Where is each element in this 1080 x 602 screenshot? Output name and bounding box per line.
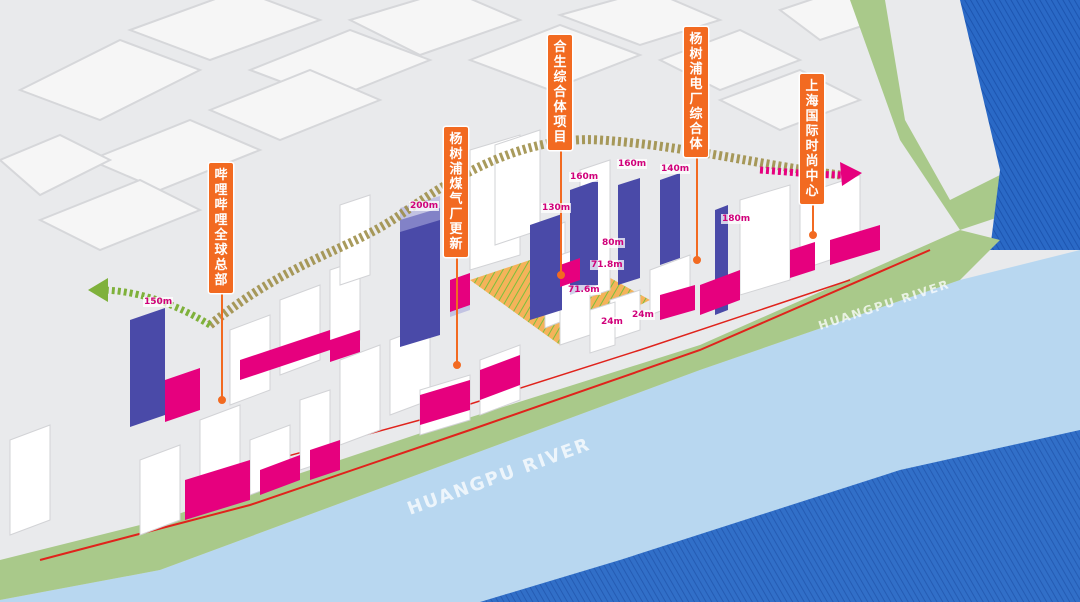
height-label: 80m: [601, 238, 625, 248]
river-branch: [960, 0, 1080, 250]
leader-lines: [218, 140, 817, 404]
waterfront-red-line: [39, 249, 931, 561]
blue-towers: [130, 173, 728, 427]
magenta-podiums: [165, 225, 880, 520]
route-arrow-left-head: [88, 278, 108, 302]
riverside-green-belt: [0, 230, 1000, 600]
tag-gas-plant-renewal: 杨树浦煤气厂更新: [444, 127, 468, 257]
height-label: 71.8m: [590, 260, 624, 270]
height-label: 130m: [541, 203, 572, 213]
height-label: 180m: [721, 214, 752, 224]
height-label: 71.6m: [567, 285, 601, 295]
height-label: 150m: [143, 297, 174, 307]
tag-bilibili-hq: 哔哩哔哩全球总部: [209, 163, 233, 293]
height-label: 200m: [409, 201, 440, 211]
height-label: 140m: [660, 164, 691, 174]
height-label: 160m: [569, 172, 600, 182]
tag-hesheng-complex: 合生综合体项目: [548, 35, 572, 150]
tag-power-plant-complex: 杨树浦电厂综合体: [684, 27, 708, 157]
height-label: 160m: [617, 159, 648, 169]
river-water-stripes: [0, 430, 1080, 602]
street-blocks: [0, 0, 883, 252]
height-label: 24m: [600, 317, 624, 327]
height-label: 24m: [631, 310, 655, 320]
dashed-route: [207, 135, 841, 329]
route-arrow-right-head: [840, 162, 862, 186]
route-arrow-left-line: [99, 286, 212, 328]
tag-fashion-center: 上海国际时尚中心: [800, 74, 824, 204]
